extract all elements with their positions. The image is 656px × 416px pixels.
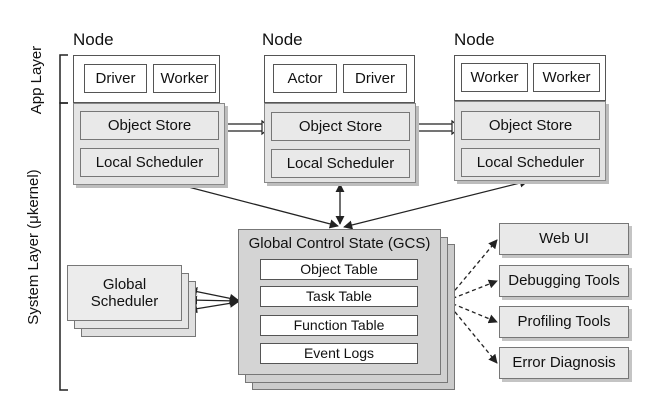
object-store-label: Object Store	[488, 116, 573, 134]
tool-label: Web UI	[539, 230, 589, 248]
gcs-table-box: Object Table	[260, 259, 418, 280]
worker-box: Driver	[343, 64, 407, 93]
gcs-table-label: Event Logs	[303, 345, 375, 362]
worker-label: Driver	[355, 69, 395, 87]
local-scheduler-label: Local Scheduler	[476, 153, 585, 171]
tool-label: Profiling Tools	[517, 313, 611, 331]
local-scheduler-box: Local Scheduler	[461, 148, 600, 177]
node-system-panel: Object Store Local Scheduler	[454, 101, 606, 181]
worker-label: Worker	[542, 68, 591, 86]
worker-box: Worker	[533, 63, 600, 92]
gcs-table-box: Function Table	[260, 315, 418, 336]
arrow-node1-gcs	[149, 174, 339, 229]
worker-box: Worker	[153, 64, 216, 93]
worker-label: Worker	[470, 68, 519, 86]
object-store-label: Object Store	[107, 116, 192, 134]
gcs-box: Global Control State (GCS) Object Table …	[238, 229, 441, 375]
node-app-panel: Actor Driver	[264, 55, 415, 103]
worker-label: Driver	[95, 69, 136, 87]
local-scheduler-label: Local Scheduler	[286, 154, 395, 172]
app-layer-bracket	[59, 54, 68, 104]
tool-label: Error Diagnosis	[512, 354, 616, 372]
object-store-box: Object Store	[271, 112, 410, 141]
tool-box-debugging: Debugging Tools	[499, 265, 629, 297]
system-layer-label: System Layer (μkernel)	[25, 169, 42, 325]
gcs-table-label: Task Table	[306, 288, 372, 305]
arrow-gsched-gcs-2	[188, 295, 239, 306]
node-title: Node	[73, 30, 114, 49]
arrow-node3-gcs	[343, 178, 529, 230]
gcs-table-label: Object Table	[300, 261, 378, 278]
tool-label: Debugging Tools	[508, 272, 620, 290]
worker-box: Driver	[84, 64, 147, 93]
node-app-panel: Driver Worker	[73, 55, 220, 103]
node-system-panel: Object Store Local Scheduler	[73, 103, 225, 185]
object-store-box: Object Store	[80, 111, 219, 140]
tool-box-profiling: Profiling Tools	[499, 306, 629, 338]
global-scheduler-label: Global Scheduler	[90, 275, 159, 310]
object-store-label: Object Store	[298, 117, 383, 135]
dashed-arrow-diagnosis	[445, 300, 498, 364]
system-layer-bracket	[59, 102, 68, 391]
worker-label: Actor	[287, 69, 323, 87]
object-store-box: Object Store	[461, 111, 600, 140]
gcs-table-box: Event Logs	[260, 343, 418, 364]
local-scheduler-box: Local Scheduler	[80, 148, 219, 177]
worker-box: Worker	[461, 63, 528, 92]
local-scheduler-box: Local Scheduler	[271, 149, 410, 178]
tool-box-web-ui: Web UI	[499, 223, 629, 255]
local-scheduler-label: Local Scheduler	[95, 153, 204, 171]
global-scheduler-box: Global Scheduler	[67, 265, 182, 321]
arrow-gsched-gcs-1	[188, 287, 239, 303]
worker-box: Actor	[273, 64, 337, 93]
arrow-gsched-gcs-3	[188, 298, 239, 314]
app-layer-label: App Layer	[28, 45, 45, 115]
worker-label: Worker	[160, 69, 209, 87]
gcs-table-box: Task Table	[260, 286, 418, 307]
gcs-table-label: Function Table	[293, 317, 385, 334]
dashed-arrow-webui	[445, 239, 498, 302]
node-title: Node	[262, 30, 303, 49]
node-title: Node	[454, 30, 495, 49]
tool-box-error-diagnosis: Error Diagnosis	[499, 347, 629, 379]
node-system-panel: Object Store Local Scheduler	[264, 103, 416, 183]
gcs-title: Global Control State (GCS)	[248, 235, 431, 252]
node-app-panel: Worker Worker	[454, 55, 606, 101]
